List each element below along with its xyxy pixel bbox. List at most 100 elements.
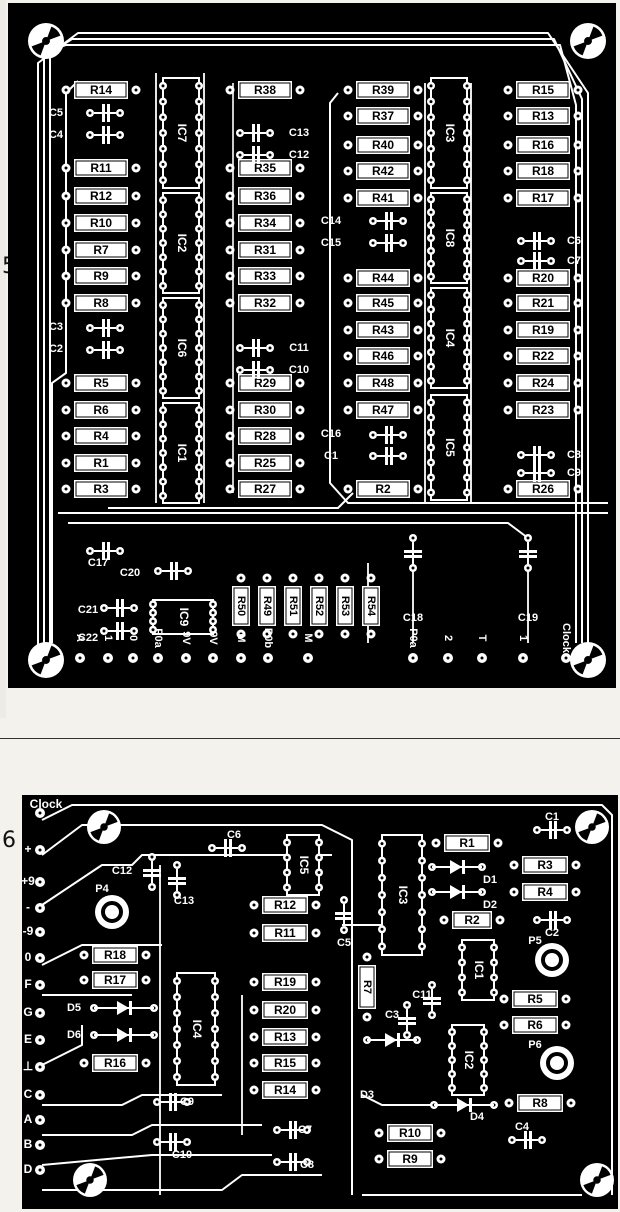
pad-hole	[150, 885, 154, 889]
pad-hole	[38, 1011, 42, 1015]
pad-hole	[465, 100, 469, 104]
pad-hole	[482, 1072, 486, 1076]
pad-hole	[175, 1027, 179, 1031]
resistor-label: R15	[274, 1056, 296, 1070]
pad-hole	[465, 322, 469, 326]
capacitor-label: C2	[49, 343, 63, 355]
pad-hole	[429, 223, 433, 227]
mounting-hole-mark	[583, 1180, 597, 1194]
pad-hole	[38, 983, 42, 987]
pad-hole	[88, 326, 92, 330]
resistor-outline	[517, 190, 569, 206]
pad-hole	[346, 301, 350, 305]
pad-hole	[240, 846, 244, 850]
pad-hole	[64, 88, 68, 92]
capacitor-plate	[385, 234, 388, 252]
pad-hole	[161, 332, 165, 336]
pad-hole	[197, 360, 201, 364]
pad-hole	[82, 953, 86, 957]
pad-hole	[429, 416, 433, 419]
pad-hole	[238, 153, 242, 157]
capacitor-plate	[252, 146, 255, 164]
copper-trace	[329, 92, 608, 504]
pad-hole	[211, 656, 215, 660]
pad-hole	[197, 178, 201, 182]
resistor-outline	[357, 163, 409, 179]
page-text-strip	[0, 0, 6, 718]
resistor-label: R30	[254, 403, 276, 417]
pad-hole	[161, 346, 165, 350]
pad-hole	[161, 198, 165, 202]
diode-label: D6	[67, 1029, 81, 1041]
capacitor-label: C4	[515, 1121, 530, 1133]
resistor-outline	[517, 402, 569, 418]
pad-hole	[64, 274, 68, 278]
resistor-label: R35	[254, 161, 276, 175]
pad-hole	[429, 147, 433, 151]
pad-hole	[314, 1035, 318, 1039]
capacitor-plate	[554, 911, 557, 929]
pad-hole	[275, 1160, 279, 1164]
pad-hole	[416, 143, 420, 147]
pad-hole	[64, 221, 68, 225]
potentiometer-wiper	[545, 953, 559, 967]
connector-label: ⊥	[23, 1059, 33, 1073]
pad-hole	[576, 88, 580, 92]
resistor-outline	[357, 481, 409, 497]
resistor-label: R10	[399, 1126, 421, 1140]
capacitor-plate	[168, 877, 186, 880]
pad-hole	[429, 336, 433, 340]
resistor-label: R27	[254, 482, 276, 496]
pad-hole	[371, 454, 375, 458]
pcb-layout-figure-5: R14R11R12R10R7R9R8R5R6R4R1R3R38R35R36R34…	[8, 3, 616, 688]
pad-hole	[197, 270, 201, 274]
pad-hole	[197, 84, 201, 88]
resistor-label: R22	[532, 349, 554, 363]
diode-bar	[129, 1028, 132, 1042]
pad-hole	[416, 301, 420, 305]
resistor-outline	[263, 974, 307, 990]
pad-hole	[186, 569, 190, 573]
mounting-hole-mark	[573, 41, 588, 56]
pad-hole	[211, 628, 215, 632]
pad-hole	[496, 841, 500, 845]
pad-hole	[416, 88, 420, 92]
pad-hole	[565, 828, 569, 832]
pad-hole	[134, 194, 138, 198]
resistor-label: R26	[532, 482, 554, 496]
resistor-outline	[388, 1151, 432, 1167]
resistor-outline	[357, 270, 409, 286]
pad-hole	[429, 461, 433, 464]
pad-hole	[238, 346, 242, 350]
pad-hole	[346, 381, 350, 385]
diode-label: D4	[470, 1111, 485, 1123]
capacitor-plate	[257, 124, 260, 142]
resistor-outline	[239, 160, 291, 176]
pad-hole	[506, 169, 510, 173]
connector-label: M	[302, 633, 314, 642]
pad-hole	[506, 487, 510, 491]
resistor-outline	[239, 188, 291, 204]
pad-hole	[197, 465, 201, 469]
connector-label: Clock	[560, 623, 572, 654]
pad-hole	[211, 602, 215, 606]
resistor-outline	[75, 188, 127, 204]
capacitor-plate	[257, 146, 260, 164]
pad-hole	[161, 451, 165, 455]
pad-hole	[465, 476, 469, 479]
copper-trace	[68, 522, 529, 539]
resistor-label: R50	[235, 596, 247, 616]
pad-hole	[460, 946, 464, 949]
copper-trace	[41, 804, 613, 1195]
resistor-label: R12	[274, 898, 296, 912]
resistor-outline	[517, 137, 569, 153]
copper-trace	[42, 1094, 222, 1106]
pad-hole	[134, 408, 138, 412]
connector-label: 9V	[180, 631, 192, 645]
pad-hole	[132, 629, 136, 633]
pad-hole	[507, 1101, 511, 1105]
pad-hole	[346, 114, 350, 118]
capacitor-label: C16	[321, 428, 341, 440]
resistor-outline	[518, 1095, 562, 1111]
